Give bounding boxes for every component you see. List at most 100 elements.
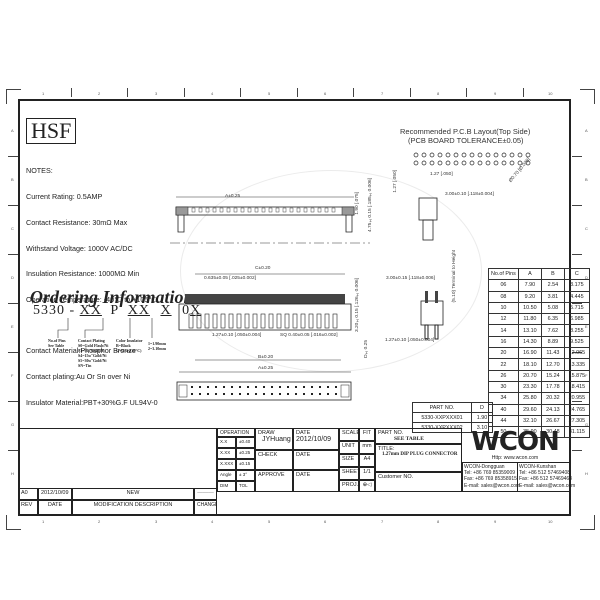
revision-area [18, 428, 217, 488]
ordering-title: Ordering Information [30, 287, 194, 307]
part-no-value: SEE TABLE [394, 436, 424, 442]
ruler-label: 3 [155, 91, 158, 96]
tol-dim: X.XX [217, 448, 236, 459]
draw-name: JYHuang [262, 436, 291, 443]
legend-color: Color Insulator B=Black G=Gray(42°C) [116, 338, 143, 353]
contact-kunshan: WCON-Kunshan Tel: +86 512 57469408 Fax: … [519, 464, 576, 489]
dim-h320: 3.20±0.15 [.126±0.006] [355, 278, 360, 333]
bottom-view-drawing [176, 381, 352, 401]
dim-w300b: 3.00±0.15 [.118±0.006] [386, 276, 435, 281]
scale-value: FIT [359, 428, 375, 441]
wcon-logo: WCON [471, 427, 560, 457]
note-line: Contact Resistance: 30mΩ Max [26, 217, 128, 227]
dim-c: C±0.20 [255, 266, 271, 271]
pcb-dim-pitch-h: 1.27 [.050] [430, 172, 453, 177]
ruler-label: 1 [42, 91, 45, 96]
proj-label: PROJ. [339, 480, 359, 492]
contact-dongguan: WCON-Dongguan Tel: +86 769 85359009 Fax:… [464, 464, 521, 489]
rev-header: REV [18, 500, 38, 516]
dim-a-top: A±0.25 [225, 194, 241, 199]
tolerance-header: OPERATION [217, 428, 255, 437]
title-label: TITLE: [378, 446, 395, 452]
header-side-view [420, 291, 444, 340]
dim-w300: 3.00±0.10 [.118±0.004] [445, 192, 494, 197]
check-date-cell: DATE [293, 450, 339, 470]
scale-label: SCALE [339, 428, 359, 441]
note-line: Withstand Voltage: 1000V AC/DC [26, 243, 133, 253]
size-value: A4 [359, 454, 375, 467]
note-line: Insulation Resistance: 1000MΩ Min [26, 269, 140, 279]
dim-pitch-b: 1.27±0.10 [.050±0.004] [385, 338, 435, 343]
note-line: Operation Temperature: -40℃ to +105℃ [26, 295, 157, 305]
dim-b: B±0.20 [258, 355, 274, 360]
pcb-hole-pattern [413, 152, 531, 166]
size-label: SIZE [339, 454, 359, 467]
part-no-label: PART NO. [378, 430, 404, 436]
dim-h190: 1.90 [.075] [355, 192, 360, 215]
tol-value: ±0.15 [236, 459, 255, 470]
ruler-label: 5 [268, 91, 271, 96]
ruler-label: 9 [494, 91, 497, 96]
dim-terminal: (5.10) Terminal to Height [452, 250, 457, 303]
frame-corner [580, 515, 595, 530]
side-view-drawing [170, 196, 370, 244]
legend-height: 1=1.90mm 2=3.10mm [148, 341, 166, 351]
tol-footer: DIM [217, 481, 236, 492]
customer-cell: Customer NO. [375, 472, 462, 492]
office-dongguan [462, 462, 517, 492]
dim-d: D±0.25 [364, 340, 369, 358]
approve-date-cell: DATE [293, 470, 339, 492]
change-header: CHANGE [194, 500, 217, 516]
notes-heading: NOTES: [26, 166, 53, 176]
part-no-cell: PART NO. SEE TABLE [375, 428, 462, 444]
pcb-title-line2: (PCB BOARD TOLERANCE±0.05) [408, 136, 524, 145]
table-header-row: PART NO.D [412, 402, 493, 413]
ruler-label: 10 [548, 91, 553, 96]
tol-value: ± 3° [236, 470, 255, 481]
hsf-stamp: HSF [26, 118, 77, 144]
company-url: Http: www.wcon.com [491, 455, 539, 461]
tol-dim: X.XXX [217, 459, 236, 470]
projection-symbol-icon: ⊕◁ [359, 480, 375, 492]
material-line: Insulator Material:PBT+30%G.F UL94V-0 [26, 397, 158, 407]
tol-footer: TOL [236, 481, 255, 492]
tol-dim: X.X [217, 437, 236, 448]
frame-corner [6, 515, 21, 530]
material-line: Contact Material:Phosphor Bronze [26, 346, 136, 356]
draw-label: DRAW [258, 430, 275, 436]
rev-change: ——— [194, 488, 217, 500]
front-view-drawing [178, 273, 352, 373]
description-header: MODIFICATION DESCRIPTION [72, 500, 194, 516]
dim-0635: 0.635±0.05 [.025±0.002] [204, 276, 256, 281]
dim-a-bottom: A±0.25 [258, 366, 274, 371]
dim-h475: 4.75±0.15 [.185±0.006] [368, 178, 373, 233]
ruler-label: 8 [437, 91, 440, 96]
draw-date: 2012/10/09 [296, 436, 332, 443]
dim-pitch: 1.27±0.10 [.050±0.004] [212, 333, 262, 338]
ruler-label: 6 [324, 91, 327, 96]
material-line: Contact plating:Au Or Sn over Ni [26, 371, 131, 381]
date-header: DATE [38, 500, 72, 516]
frame-corner [580, 89, 595, 104]
sheet-value: 1/1 [359, 467, 375, 480]
title-value: 1.27mm DIP PLUG CONNECTOR [382, 452, 458, 457]
unit-label: UNIT [339, 441, 359, 454]
draw-date-cell: DATE 2012/10/09 [293, 428, 339, 450]
sheet-label: SHEET [339, 467, 359, 480]
dim-sq: SQ 0.40±0.05 [.016±0.002] [280, 333, 338, 338]
office-kunshan [517, 462, 571, 492]
title-cell: TITLE: 1.27mm DIP PLUG CONNECTOR [375, 444, 462, 472]
